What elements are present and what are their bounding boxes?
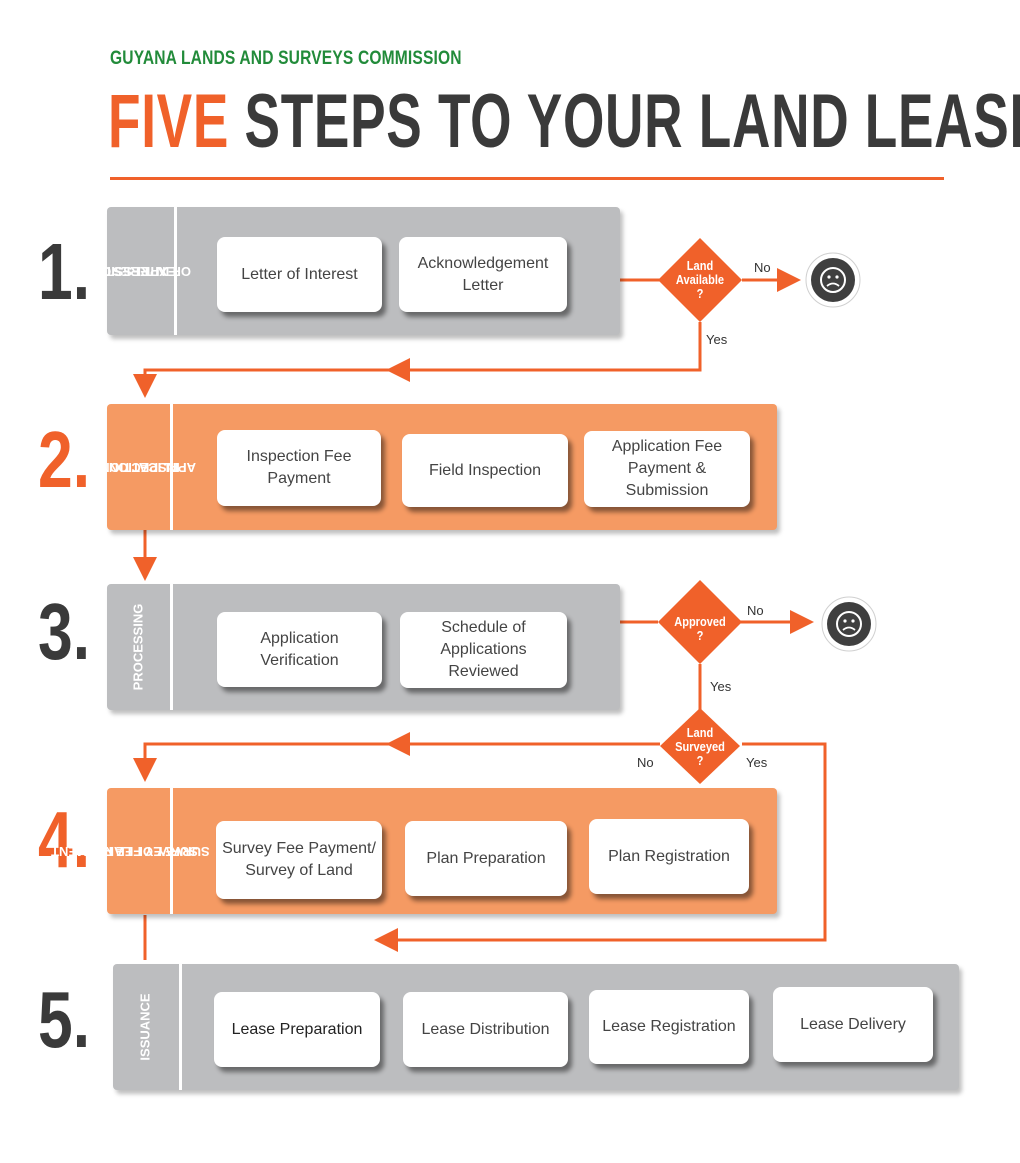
step-label: ISSUANCE: [138, 993, 153, 1061]
step-number: 3.: [38, 587, 91, 676]
title-highlight: FIVE: [108, 79, 230, 164]
decision-diamond-land-available: [658, 238, 742, 322]
sad-face-icon: [805, 252, 861, 308]
step-number: 2.: [38, 415, 91, 504]
step-card: Field Inspection: [402, 434, 568, 507]
step-card: Schedule of Applications Reviewed: [400, 612, 567, 688]
d3-yes-label: Yes: [746, 755, 768, 770]
step-card: Survey Fee Payment/ Survey of Land: [216, 821, 382, 899]
organization-name: GUYANA LANDS AND SURVEYS COMMISSION: [110, 48, 462, 69]
step-card: Lease Preparation: [214, 992, 380, 1067]
step-number: 1.: [38, 227, 91, 316]
d1-yes-label: Yes: [706, 332, 728, 347]
decision-diamond-approved: [658, 580, 742, 664]
arrow-d3-yes: [374, 742, 827, 952]
step-label: PROCESSING: [130, 603, 146, 691]
step-card: Lease Delivery: [773, 987, 933, 1062]
step-card: Lease Registration: [589, 990, 749, 1064]
step-card: Application Verification: [217, 612, 382, 687]
step-card: Plan Registration: [589, 819, 749, 894]
step-card: Plan Preparation: [405, 821, 567, 896]
decision-diamond-land-surveyed: [660, 708, 740, 784]
step-number: 5.: [38, 975, 91, 1064]
step-card: Letter of Interest: [217, 237, 382, 312]
decision-approved-label: Approved ?: [674, 614, 726, 643]
step-card: Inspection Fee Payment: [217, 430, 381, 506]
step-number: 4.: [38, 795, 91, 884]
d2-no-label: No: [747, 603, 764, 618]
step-card: Lease Distribution: [403, 992, 568, 1067]
step-card: Application Fee Payment & Submission: [584, 431, 750, 507]
title-rest: STEPS TO YOUR LAND LEASE: [244, 79, 1020, 164]
d3-no-label: No: [637, 755, 654, 770]
d1-no-label: No: [754, 260, 771, 275]
header-rule: [110, 177, 944, 180]
arrow-d3-no: [133, 742, 660, 782]
step-card: Acknowledgement Letter: [399, 237, 567, 312]
sad-face-icon: [821, 596, 877, 652]
page-title: FIVE STEPS TO YOUR LAND LEASE: [108, 84, 1020, 160]
d2-yes-label: Yes: [710, 679, 732, 694]
